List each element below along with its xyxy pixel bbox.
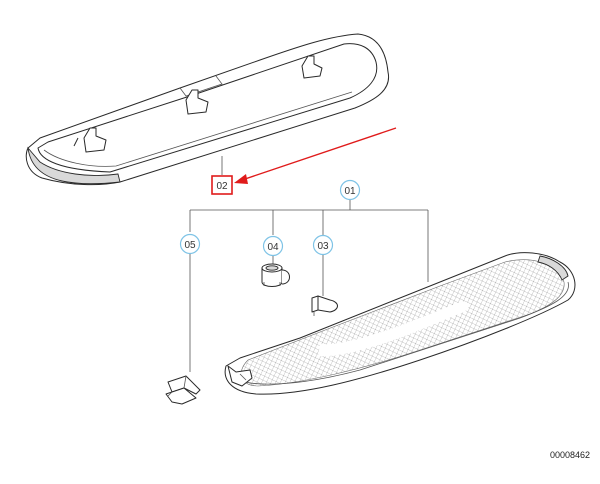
callout-05-label: 05 [184,240,196,251]
callout-05[interactable]: 05 [179,233,201,255]
spoiler-part-icon[interactable] [25,33,390,186]
callout-03[interactable]: 03 [312,234,334,256]
brake-light-housing-icon[interactable] [224,252,576,395]
highlight-arrow [234,127,397,184]
bulb-icon[interactable] [311,295,338,316]
diagram-reference-number: 00008462 [550,450,590,460]
mount-tab-icon [73,55,323,153]
callout-02[interactable]: 02 [211,175,233,195]
callout-02-label: 02 [216,181,228,192]
callout-01-label: 01 [344,186,356,197]
callout-03-label: 03 [317,241,329,252]
callout-04[interactable]: 04 [262,235,284,257]
grommet-icon[interactable] [261,263,290,287]
callout-04-label: 04 [267,242,279,253]
callout-01[interactable]: 01 [339,179,361,201]
assembly-bracket [189,200,429,282]
clip-icon[interactable] [165,375,201,405]
